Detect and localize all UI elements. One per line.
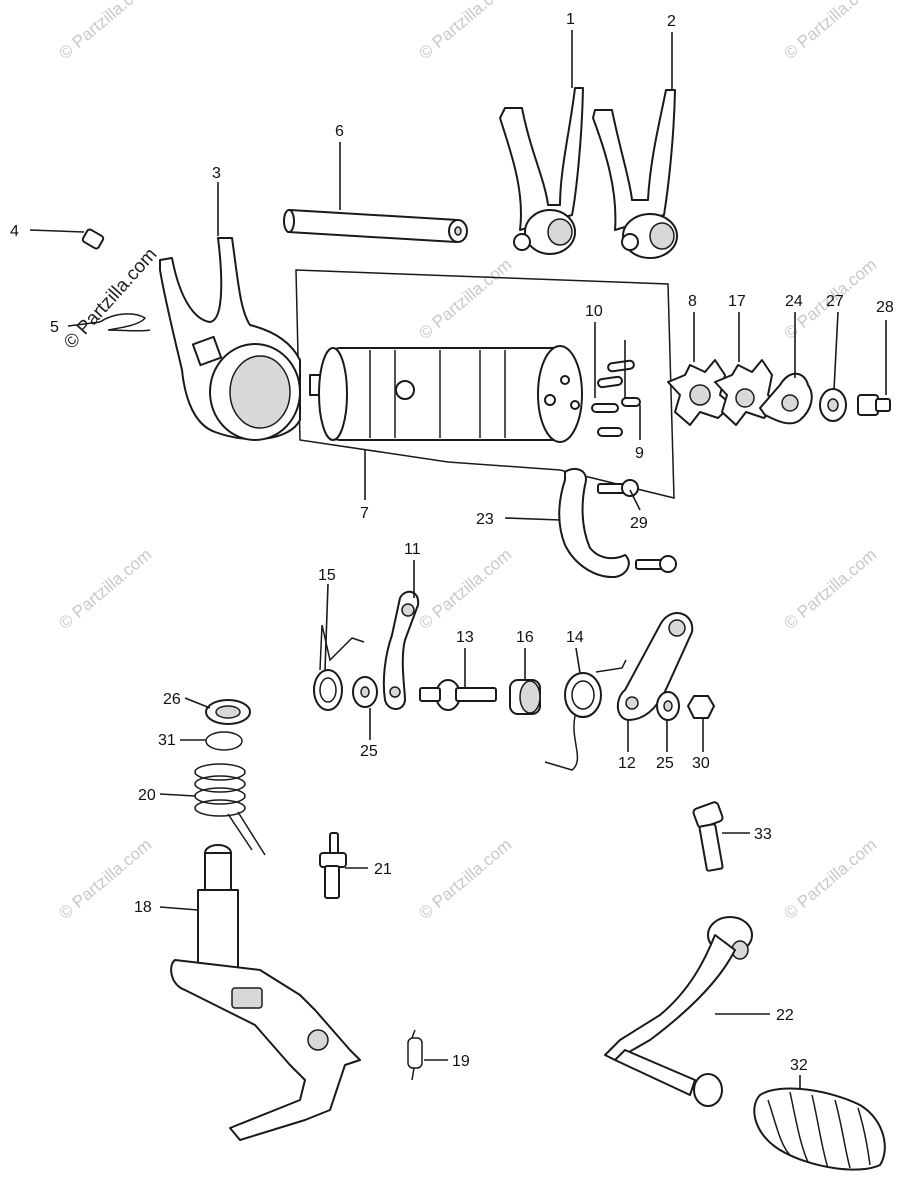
callout-14: 14 [566, 629, 584, 646]
shift-fork-1 [499, 87, 584, 255]
collar-16 [509, 679, 541, 715]
watermark-text: © Partzilla.com [780, 545, 880, 633]
shift-drum-7 [309, 345, 583, 443]
callout-21: 21 [374, 861, 392, 878]
callout-17: 17 [728, 293, 746, 310]
spring-19 [407, 1029, 423, 1081]
callout-30: 30 [692, 755, 710, 772]
callout-8: 8 [688, 293, 697, 310]
pins-10 [597, 359, 635, 389]
arm-11-hole-lower [389, 686, 401, 698]
washer-26-hole [215, 705, 241, 719]
watermark-text: © Partzilla.com [415, 0, 515, 63]
clip-5 [99, 313, 151, 332]
callout-6: 6 [335, 123, 344, 140]
watermarks: © Partzilla.com © Partzilla.com © Partzi… [55, 0, 880, 923]
callout-32: 32 [790, 1057, 808, 1074]
bolt-13 [419, 679, 497, 711]
spindle-18 [170, 844, 361, 1141]
arm-12-hole-lower [625, 696, 639, 710]
callout-5: 5 [50, 319, 59, 336]
arm-11 [382, 590, 420, 710]
circlip-31 [205, 731, 243, 751]
shift-fork-2 [592, 89, 678, 259]
spring-15 [313, 624, 365, 711]
leader-lines [29, 30, 887, 1090]
bolt-28 [857, 394, 891, 416]
shift-fork-3 [159, 237, 301, 441]
watermark-text: © Partzilla.com [55, 545, 155, 633]
callout-23: 23 [476, 511, 494, 528]
washer-25-hole [360, 686, 370, 698]
callout-28: 28 [876, 299, 894, 316]
arm-12-hole [668, 619, 686, 637]
callout-4: 4 [10, 223, 19, 240]
watermark-primary: © Partzilla.com [60, 244, 161, 353]
callout-22: 22 [776, 1007, 794, 1024]
plate-24-hole [781, 394, 799, 412]
callout-25: 25 [360, 743, 378, 760]
stopper-23 [558, 467, 630, 579]
callout-7: 7 [360, 505, 369, 522]
pin-21 [319, 832, 347, 899]
shift-drum-group-outline [295, 269, 675, 499]
watermark-text: © Partzilla.com [415, 835, 515, 923]
callout-31: 31 [158, 732, 176, 749]
washer-27-hole [827, 398, 839, 412]
callout-9: 9 [635, 445, 644, 462]
bolt-33 [692, 801, 724, 872]
callout-27: 27 [826, 293, 844, 310]
callout-18: 18 [134, 899, 152, 916]
watermark-text: © Partzilla.com [415, 545, 515, 633]
callout-20: 20 [138, 787, 156, 804]
nut-30 [687, 695, 715, 719]
star-plate-17-hole [735, 388, 755, 408]
watermark-text: © Partzilla.com [780, 835, 880, 923]
callout-3: 3 [212, 165, 221, 182]
spring-14 [544, 659, 627, 771]
callout-25-second: 25 [656, 755, 674, 772]
callouts: 1 2 3 4 5 6 7 8 17 24 27 28 10 9 29 23 1… [10, 11, 894, 1074]
callout-19: 19 [452, 1053, 470, 1070]
callout-2: 2 [667, 13, 676, 30]
callout-26: 26 [163, 691, 181, 708]
callout-12: 12 [618, 755, 636, 772]
spring-20 [194, 763, 266, 856]
rubber-32 [753, 1087, 886, 1171]
callout-24: 24 [785, 293, 803, 310]
arm-11-hole [401, 603, 415, 617]
callout-33: 33 [754, 826, 772, 843]
washer-25-second-hole [663, 700, 673, 712]
pin-4 [81, 228, 105, 250]
shaft-6 [283, 209, 468, 243]
callout-13: 13 [456, 629, 474, 646]
watermark-text: © Partzilla.com [415, 255, 515, 343]
callout-11: 11 [404, 541, 421, 558]
callout-1: 1 [566, 11, 575, 28]
callout-29: 29 [630, 515, 648, 532]
watermark-text: © Partzilla.com [780, 0, 880, 63]
pins-9 [591, 397, 641, 437]
arm-12 [616, 612, 694, 721]
callout-16: 16 [516, 629, 534, 646]
screws-29 [597, 479, 677, 573]
pedal-22 [604, 916, 753, 1107]
star-plate-8-hole [689, 384, 711, 406]
watermark-text: © Partzilla.com [55, 0, 155, 63]
callout-10: 10 [585, 303, 603, 320]
callout-15: 15 [318, 567, 336, 584]
